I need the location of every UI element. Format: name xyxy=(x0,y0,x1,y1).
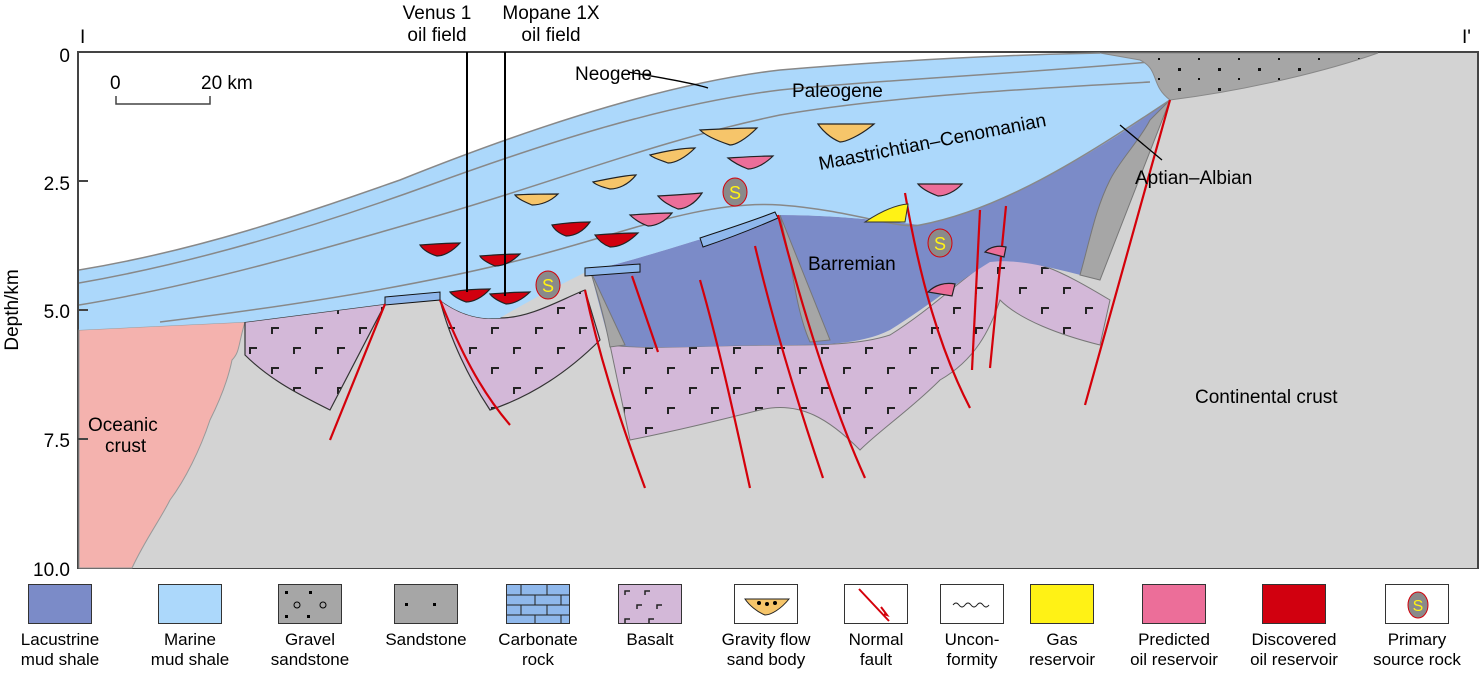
svg-text:S: S xyxy=(934,234,946,254)
legend-discovered: Discovered oil reservoir xyxy=(1234,584,1354,670)
gravity-flow-bodies xyxy=(513,123,876,206)
predicted-oil-reservoirs xyxy=(628,155,1007,297)
cross-section: S S S 0 2.5 5.0 7.5 10.0 Depth/km I I' 0… xyxy=(2,3,1479,581)
legend-gravity-flow: Gravity flow sand body xyxy=(706,584,826,670)
carbonate-swatch xyxy=(506,584,570,624)
label-oceanic: crust xyxy=(105,436,147,457)
label-oceanic: Oceanic xyxy=(88,415,158,436)
marine-swatch xyxy=(158,584,222,624)
section-end-label: I' xyxy=(1462,27,1471,48)
basalt-swatch xyxy=(618,584,682,624)
legend-gas: Gas reservoir xyxy=(1002,584,1122,670)
label-neogene: Neogene xyxy=(575,64,652,85)
label-aptian: Aptian–Albian xyxy=(1135,168,1252,189)
sky-area xyxy=(79,53,1100,270)
lacustrine-unit xyxy=(590,100,1170,348)
well-label-mopane: Mopane 1X xyxy=(502,3,600,24)
legend-normal-fault: Normal fault xyxy=(816,584,936,670)
y-tick: 2.5 xyxy=(44,174,70,195)
y-tick: 5.0 xyxy=(44,302,70,323)
y-tick: 0 xyxy=(59,46,70,67)
legend-carbonate: Carbonate rock xyxy=(478,584,598,670)
scale-zero: 0 xyxy=(110,73,121,94)
source-rock-symbols: S S S xyxy=(535,177,953,300)
label-barremian: Barremian xyxy=(808,254,896,275)
scale-bar xyxy=(115,96,211,105)
basalt-block xyxy=(244,303,387,411)
label-continental: Continental crust xyxy=(1195,387,1338,408)
legend-basalt: Basalt xyxy=(590,584,710,650)
legend-unconformity: Uncon- formity xyxy=(912,584,1032,670)
well-label-mopane: oil field xyxy=(521,25,580,46)
scale-end: 20 km xyxy=(201,73,253,94)
normal-faults xyxy=(328,99,1172,489)
legend-lacustrine: Lacustrine mud shale xyxy=(0,584,120,670)
predicted-swatch xyxy=(1142,584,1206,624)
label-paleogene: Paleogene xyxy=(792,81,883,102)
section-start-label: I xyxy=(80,27,85,48)
y-axis-label: Depth/km xyxy=(2,269,23,350)
gas-swatch xyxy=(1030,584,1094,624)
svg-text:S: S xyxy=(542,276,554,296)
gravel-fan xyxy=(1099,52,1379,101)
y-tick: 10.0 xyxy=(33,560,70,581)
gravel-wedge xyxy=(589,269,626,348)
discovered-swatch xyxy=(1262,584,1326,624)
marine-unit xyxy=(79,53,1170,330)
legend-sandstone: Sandstone xyxy=(366,584,486,650)
gravel-wedge xyxy=(1079,99,1171,281)
legend-marine: Marine mud shale xyxy=(130,584,250,670)
lacustrine-swatch xyxy=(28,584,92,624)
basalt-block xyxy=(609,258,1111,451)
gravel-swatch xyxy=(278,584,342,624)
gravity-flow-swatch xyxy=(734,584,798,624)
legend-gravel: Gravel sandstone xyxy=(250,584,370,670)
oceanic-crust xyxy=(78,321,246,569)
source-rock-swatch: S xyxy=(1385,584,1449,624)
well-label-venus: Venus 1 xyxy=(403,3,472,24)
discovered-oil-reservoirs xyxy=(418,221,640,305)
gas-reservoir xyxy=(863,203,909,223)
svg-text:S: S xyxy=(729,183,741,203)
unconformity-swatch xyxy=(940,584,1004,624)
y-tick: 7.5 xyxy=(44,431,70,452)
legend: Lacustrine mud shale Marine mud shale Gr… xyxy=(0,584,1481,686)
legend-predicted: Predicted oil reservoir xyxy=(1114,584,1234,670)
normal-fault-swatch xyxy=(844,584,908,624)
neogene-leader xyxy=(627,71,709,89)
well-label-venus: oil field xyxy=(407,25,466,46)
carbonate-rock xyxy=(584,263,641,277)
svg-text:S: S xyxy=(1413,598,1424,615)
legend-source-rock: S Primary source rock xyxy=(1357,584,1477,670)
sandstone-swatch xyxy=(394,584,458,624)
aptian-leader xyxy=(1119,124,1163,161)
